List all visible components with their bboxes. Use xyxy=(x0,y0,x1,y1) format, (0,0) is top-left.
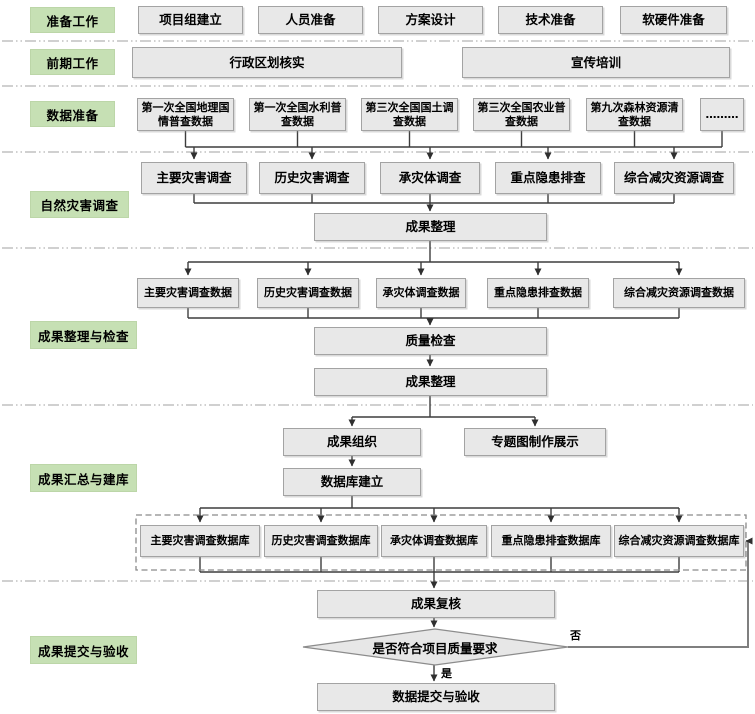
flow-box-database-build: 数据库建立 xyxy=(283,468,421,496)
flow-box-main-disaster-db: 主要灾害调查数据库 xyxy=(140,525,260,557)
decision-diamond-label: 是否符合项目质量要求 xyxy=(372,640,498,656)
flow-box-historical-disaster-data: 历史灾害调查数据 xyxy=(257,278,359,308)
edge-label-yes: 是 xyxy=(441,667,452,680)
flow-box-land-survey-data: 第三次全国国土调查数据 xyxy=(361,98,458,131)
edge-label-no: 否 xyxy=(570,629,581,642)
flow-box-water-census-data: 第一次全国水利普查数据 xyxy=(249,98,346,131)
flow-box-result-arrange-2: 成果整理 xyxy=(314,368,547,396)
section-label-database-build: 成果汇总与建库 xyxy=(30,464,137,492)
flow-box-exposure-db: 承灾体调查数据库 xyxy=(381,525,487,557)
section-label-early-stage: 前期工作 xyxy=(30,49,115,75)
flow-box-result-organize: 成果组织 xyxy=(283,428,421,456)
flow-box-exposure-survey: 承灾体调查 xyxy=(380,162,480,194)
flow-box-thematic-map: 专题图制作展示 xyxy=(464,428,606,456)
flow-box-personnel-prep: 人员准备 xyxy=(258,6,363,34)
section-separator-lines xyxy=(2,40,753,582)
section-label-disaster-survey: 自然灾害调查 xyxy=(30,191,129,218)
flow-box-hazard-screening-db: 重点隐患排查数据库 xyxy=(491,525,611,557)
decision-diamond xyxy=(302,628,569,666)
flow-box-exposure-data: 承灾体调查数据 xyxy=(376,278,466,308)
flow-box-publicity-training: 宣传培训 xyxy=(462,47,730,78)
flow-box-result-arrange-1: 成果整理 xyxy=(314,213,547,241)
flow-box-historical-disaster-db: 历史灾害调查数据库 xyxy=(264,525,378,557)
connector-lines xyxy=(184,131,723,682)
flow-box-data-submission: 数据提交与验收 xyxy=(317,683,555,711)
section-label-data-preparation: 数据准备 xyxy=(30,101,115,127)
flow-box-technical-prep: 技术准备 xyxy=(498,6,603,34)
flow-box-mitigation-resource-data: 综合减灾资源调查数据 xyxy=(613,278,745,308)
flow-box-hardware-software-prep: 软硬件准备 xyxy=(620,6,727,34)
flow-box-hazard-screening-data: 重点隐患排查数据 xyxy=(487,278,589,308)
section-label-submission: 成果提交与验收 xyxy=(30,636,137,664)
section-label-result-check: 成果整理与检查 xyxy=(30,321,137,349)
flow-box-mitigation-resource-db: 综合减灾资源调查数据库 xyxy=(614,525,744,557)
flow-box-mitigation-resource-survey: 综合减灾资源调查 xyxy=(614,162,734,194)
flow-box-quality-check: 质量检查 xyxy=(314,327,547,355)
flow-box-main-disaster-data: 主要灾害调查数据 xyxy=(137,278,239,308)
flow-box-main-disaster-survey: 主要灾害调查 xyxy=(141,162,247,194)
flow-box-project-group-setup: 项目组建立 xyxy=(138,6,243,34)
flow-box-admin-division-verify: 行政区划核实 xyxy=(132,47,402,78)
flow-box-forest-inventory-data: 第九次森林资源清查数据 xyxy=(586,98,683,131)
flow-box-more-data-ellipsis: ……… xyxy=(700,98,744,131)
flow-box-agri-census-data: 第三次全国农业普查数据 xyxy=(473,98,570,131)
flow-box-geo-census-data: 第一次全国地理国情普查数据 xyxy=(137,98,234,131)
flow-box-result-review: 成果复核 xyxy=(317,590,555,618)
flow-box-historical-disaster-survey: 历史灾害调查 xyxy=(259,162,365,194)
flow-box-hazard-screening: 重点隐患排查 xyxy=(495,162,601,194)
flow-box-plan-design: 方案设计 xyxy=(378,6,483,34)
feedback-no-line xyxy=(568,537,753,648)
section-label-preparation: 准备工作 xyxy=(30,7,115,33)
